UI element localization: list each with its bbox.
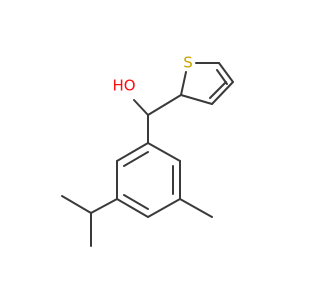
benzene-c4-c5-inner [123, 194, 149, 210]
bond-methyl [179, 198, 213, 218]
bond-carbinol-oxygen [133, 99, 149, 116]
benzene-c6-c1-inner [123, 151, 149, 167]
molecule-canvas: HO S [61, 53, 234, 247]
benzene-c4-c5 [116, 198, 149, 218]
sulfur-label: S [183, 54, 193, 72]
molecule-structure: HO S [61, 54, 234, 247]
thiophene-c5-c4-inner [216, 69, 228, 85]
bond-isopropyl-ch3-left [61, 195, 92, 214]
bond-carbinol-thiophene [147, 94, 182, 116]
bond-lines [61, 62, 234, 247]
benzene-c3-c4 [147, 198, 181, 218]
hydroxyl-label: HO [112, 77, 135, 95]
thiophene-c5-c4 [218, 62, 234, 83]
thiophene-c4-c3-b [209, 81, 227, 99]
thiophene-c4-c3-a [211, 81, 234, 105]
benzene-c1-c2 [147, 142, 181, 162]
thiophene-c2-s [180, 71, 187, 96]
thiophene-c3-c2 [180, 94, 213, 105]
benzene-c6-c1 [116, 142, 149, 162]
bond-isopropyl-ch [90, 198, 118, 214]
